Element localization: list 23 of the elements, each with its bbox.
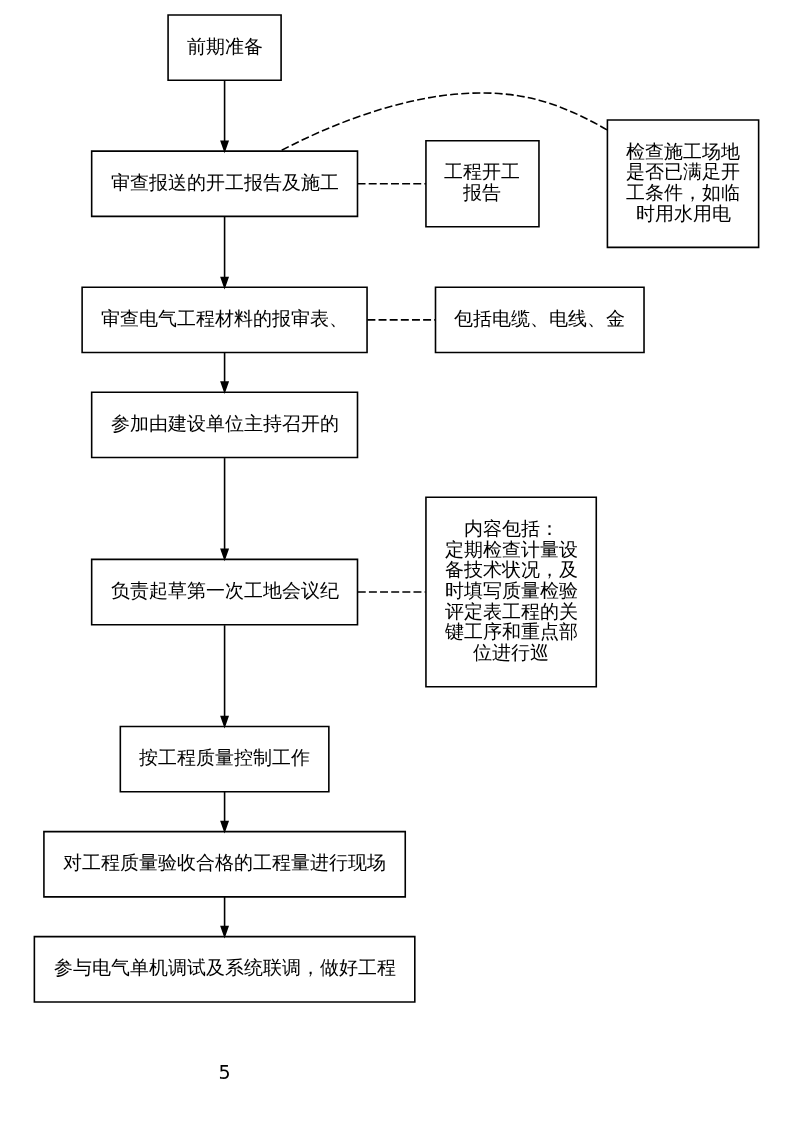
node-box: 前期准备 bbox=[167, 14, 282, 82]
arrow bbox=[220, 457, 230, 562]
node-box: 按工程质量控制工作 bbox=[119, 725, 330, 793]
node-box: 审查电气工程材料的报审表、 bbox=[81, 286, 368, 354]
arrow bbox=[220, 624, 230, 729]
node-box: 包括电缆、电线、金 bbox=[434, 286, 645, 354]
arrow bbox=[220, 79, 230, 154]
arrow bbox=[220, 216, 230, 290]
node-box: 内容包括： 定期检查计量设备技术状况，及时填写质量检验评定表工程的关键工序和重点部位进行巡 bbox=[425, 496, 598, 688]
connector bbox=[356, 182, 427, 185]
node-box: 参与电气单机调试及系统联调，做好工程 bbox=[33, 935, 416, 1003]
node-box: 检查施工场地是否已满足开工条件，如临时用水用电 bbox=[606, 119, 760, 249]
node-box: 工程开工报告 bbox=[425, 139, 540, 228]
arrow bbox=[220, 896, 230, 939]
connector bbox=[279, 92, 608, 152]
node-box: 对工程质量验收合格的工程量进行现场 bbox=[43, 830, 407, 898]
arrow bbox=[220, 791, 230, 834]
label: 5 bbox=[218, 1061, 231, 1085]
connector bbox=[366, 319, 437, 321]
arrow bbox=[220, 351, 230, 395]
node-box: 参加由建设单位主持召开的 bbox=[90, 391, 359, 459]
node-box: 审查报送的开工报告及施工 bbox=[90, 150, 359, 218]
node-box: 负责起草第一次工地会议纪 bbox=[90, 558, 359, 626]
